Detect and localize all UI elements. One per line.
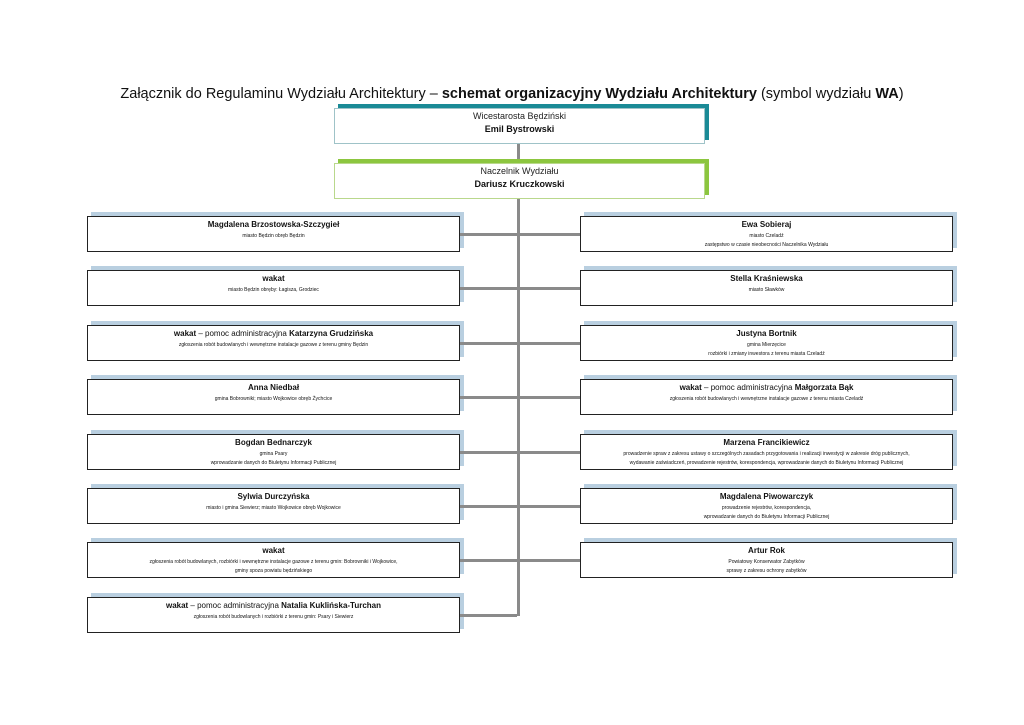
right-connector-6 bbox=[520, 559, 580, 562]
right-box-name: Ewa Sobieraj bbox=[741, 220, 792, 229]
page-title: Załącznik do Regulaminu Wydziału Archite… bbox=[0, 86, 1024, 102]
wicestarosta-role: Wicestarosta Będziński bbox=[472, 111, 567, 121]
left-box-name: wakat – pomoc administracyjna Natalia Ku… bbox=[88, 601, 459, 610]
left-box-desc-1: gmina Psary bbox=[259, 451, 288, 457]
right-box-desc-1: miasto Czeladź bbox=[749, 233, 784, 239]
right-box-5: Magdalena Piwowarczyk prowadzenie rejestr… bbox=[580, 488, 953, 524]
left-box-desc-1: miasto Będzin obręb Będzin bbox=[242, 233, 305, 239]
left-box-desc-1: zgłoszenia robót budowlanych i wewnętrzn… bbox=[178, 342, 369, 348]
connector-top-to-head bbox=[517, 143, 520, 165]
title-text-close: ) bbox=[898, 86, 904, 102]
left-box-desc-1: gmina Bobrowniki; miasto Wojkowice obręb… bbox=[214, 396, 333, 402]
left-box-3: Anna Niedbał gmina Bobrowniki; miasto Woj… bbox=[87, 379, 460, 415]
box-naczelnik: Naczelnik Wydziału Dariusz Kruczkowski bbox=[334, 163, 705, 199]
left-connector-1 bbox=[460, 287, 517, 290]
right-box-desc-1: Powiatowy Konserwator Zabytków bbox=[728, 559, 805, 565]
right-box-name: Justyna Bortnik bbox=[736, 329, 797, 338]
right-box-desc-2: sprawy z zakresu ochrony zabytków bbox=[726, 568, 807, 574]
left-connector-5 bbox=[460, 505, 517, 508]
wicestarosta-name: Emil Bystrowski bbox=[484, 124, 555, 134]
left-box-desc-1: zgłoszenia robót budowlanych i rozbiórki… bbox=[193, 614, 354, 620]
right-box-0: Ewa Sobieraj miasto Czeladź zastępstwo w c… bbox=[580, 216, 953, 252]
naczelnik-name: Dariusz Kruczkowski bbox=[474, 179, 565, 189]
left-connector-4 bbox=[460, 451, 517, 454]
right-connector-0 bbox=[520, 233, 580, 236]
right-box-1: Stella Kraśniewska miasto Sławków bbox=[580, 270, 953, 306]
left-box-7: wakat – pomoc administracyjna Natalia Ku… bbox=[87, 597, 460, 633]
right-box-desc-1: prowadzenie rejestrów, korespondencja, bbox=[721, 505, 812, 511]
left-box-2: wakat – pomoc administracyjna Katarzyna … bbox=[87, 325, 460, 361]
right-connector-2 bbox=[520, 342, 580, 345]
left-box-desc-1: zgłoszenia robót budowlanych, rozbiórki … bbox=[149, 559, 398, 565]
title-text-symbol-label: (symbol wydziału bbox=[756, 86, 876, 102]
box-wicestarosta: Wicestarosta Będziński Emil Bystrowski bbox=[334, 108, 705, 144]
right-box-name: Artur Rok bbox=[748, 546, 785, 555]
title-text-symbol: WA bbox=[875, 86, 899, 102]
left-box-desc-2: wprowadzanie danych do Biuletynu Informa… bbox=[210, 460, 337, 466]
box-name-person: Katarzyna Grudzińska bbox=[289, 329, 374, 338]
right-box-desc-2: wydawanie zaświadczeń, prowadzenie rejes… bbox=[629, 460, 904, 466]
left-box-name: Magdalena Brzostowska-Szczygieł bbox=[207, 220, 340, 229]
left-connector-0 bbox=[460, 233, 517, 236]
right-box-desc-1: zgłoszenia robót budowlanych i wewnętrzn… bbox=[669, 396, 864, 402]
title-text-lead: Załącznik do Regulaminu Wydziału Archite… bbox=[120, 86, 442, 102]
right-box-name: Magdalena Piwowarczyk bbox=[719, 492, 814, 501]
left-box-desc-1: miasto i gmina Siewierz; miasto Wojkowic… bbox=[206, 505, 341, 511]
left-box-4: Bogdan Bednarczyk gmina Psary wprowadzanie… bbox=[87, 434, 460, 470]
right-box-desc-2: wprowadzanie danych do Biuletynu Informa… bbox=[703, 514, 830, 520]
left-box-name: wakat bbox=[262, 546, 285, 555]
left-box-6: wakat zgłoszenia robót budowlanych, rozbi… bbox=[87, 542, 460, 578]
box-name-role: – pomoc administracyjna bbox=[196, 329, 290, 338]
box-name-person: Małgorzata Bąk bbox=[794, 383, 854, 392]
left-box-desc-2: gminy spoza powiatu będzińskiego bbox=[234, 568, 313, 574]
right-box-desc-2: zastępstwo w czasie nieobecności Naczeln… bbox=[704, 242, 829, 248]
box-name-status: wakat bbox=[173, 329, 197, 338]
left-connector-6 bbox=[460, 559, 517, 562]
right-box-name: wakat – pomoc administracyjna Małgorzata… bbox=[581, 383, 952, 392]
connector-trunk bbox=[517, 197, 520, 616]
left-connector-7 bbox=[460, 614, 517, 617]
left-connector-3 bbox=[460, 396, 517, 399]
naczelnik-role: Naczelnik Wydziału bbox=[480, 166, 559, 176]
right-box-desc-2: rozbiórki i zmiany inwestora z terenu mi… bbox=[708, 351, 825, 357]
right-connector-4 bbox=[520, 451, 580, 454]
right-box-4: Marzena Francikiewicz prowadzenie spraw z… bbox=[580, 434, 953, 470]
right-box-2: Justyna Bortnik gmina Mierzęcice rozbiórki… bbox=[580, 325, 953, 361]
left-connector-2 bbox=[460, 342, 517, 345]
left-box-5: Sylwia Durczyńska miasto i gmina Siewierz… bbox=[87, 488, 460, 524]
box-name-status: wakat bbox=[679, 383, 702, 392]
box-name-role: – pomoc administracyjna bbox=[701, 383, 795, 392]
box-name-role: – pomoc administracyjna bbox=[188, 601, 282, 610]
right-box-desc-1: miasto Sławków bbox=[748, 287, 785, 293]
left-box-name: wakat – pomoc administracyjna Katarzyna … bbox=[88, 329, 459, 338]
box-name-person: Natalia Kuklińska-Turchan bbox=[281, 601, 382, 610]
right-box-desc-1: prowadzenie spraw z zakresu ustawy o szc… bbox=[623, 451, 910, 457]
right-box-desc-1: gmina Mierzęcice bbox=[747, 342, 786, 348]
left-box-desc-1: miasto Będzin obręby: Łagisza, Grodziec bbox=[228, 287, 319, 293]
left-box-name: wakat bbox=[262, 274, 285, 283]
left-box-1: wakat miasto Będzin obręby: Łagisza, Grod… bbox=[87, 270, 460, 306]
box-name-status: wakat bbox=[165, 601, 189, 610]
right-box-name: Marzena Francikiewicz bbox=[723, 438, 810, 447]
right-box-desc-3: wprowadzanie danych do Biuletynu Informa… bbox=[581, 577, 952, 578]
left-box-0: Magdalena Brzostowska-Szczygieł miasto Bę… bbox=[87, 216, 460, 252]
left-box-name: Sylwia Durczyńska bbox=[237, 492, 310, 501]
right-box-3: wakat – pomoc administracyjna Małgorzata… bbox=[580, 379, 953, 415]
right-box-name: Stella Kraśniewska bbox=[730, 274, 803, 283]
right-connector-1 bbox=[520, 287, 580, 290]
title-text-bold: schemat organizacyjny Wydziału Architekt… bbox=[441, 86, 757, 102]
left-box-name: Bogdan Bednarczyk bbox=[235, 438, 312, 447]
left-box-name: Anna Niedbał bbox=[247, 383, 300, 392]
right-connector-5 bbox=[520, 505, 580, 508]
right-connector-3 bbox=[520, 396, 580, 399]
